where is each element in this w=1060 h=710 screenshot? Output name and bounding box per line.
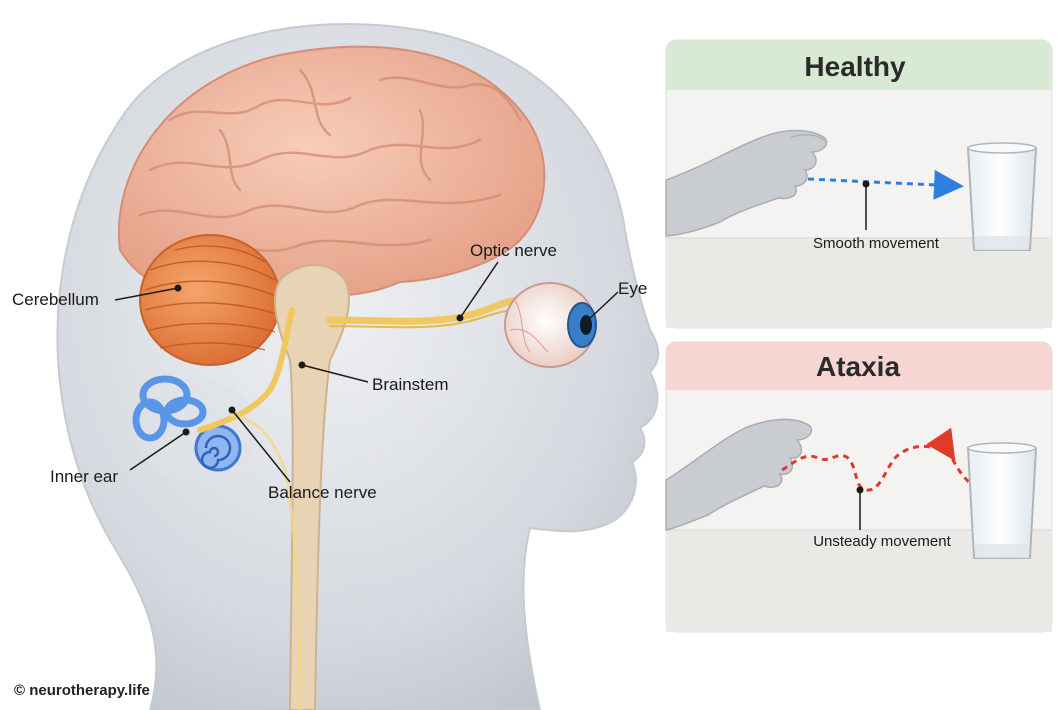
- label-balance-nerve: Balance nerve: [228, 406, 377, 502]
- ataxia-hand-icon: [665, 418, 813, 531]
- label-inner-ear: Inner ear: [50, 428, 190, 486]
- ataxia-caption: Unsteady movement: [813, 533, 951, 550]
- smooth-path: [807, 169, 964, 200]
- inner-ear-label: Inner ear: [50, 467, 118, 486]
- healthy-caption: Smooth movement: [813, 235, 940, 252]
- brainstem: [273, 264, 351, 710]
- label-brainstem: Brainstem: [298, 361, 449, 394]
- healthy-title: Healthy: [804, 51, 906, 82]
- inner-ear: [132, 375, 257, 482]
- ataxia-title: Ataxia: [816, 351, 900, 382]
- label-eye: Eye: [582, 279, 647, 326]
- label-optic-nerve: Optic nerve: [456, 241, 557, 322]
- healthy-hand-icon: [665, 129, 828, 237]
- cerebellum: [139, 234, 281, 366]
- healthy-glass-icon: [966, 142, 1038, 251]
- healthy-panel: Healthy Smooth movement: [665, 39, 1053, 329]
- eye: [504, 282, 597, 368]
- brainstem-label: Brainstem: [372, 375, 449, 394]
- ataxia-glass-icon: [966, 442, 1038, 559]
- cerebellum-label: Cerebellum: [12, 290, 99, 309]
- watermark: © neurotherapy.life: [14, 682, 150, 699]
- balance-nerve-label: Balance nerve: [268, 483, 377, 502]
- optic-nerve-label: Optic nerve: [470, 241, 557, 260]
- eye-label: Eye: [618, 279, 647, 298]
- balance-nerve: [197, 307, 302, 710]
- ataxia-panel: Ataxia Unsteady movement: [665, 341, 1053, 633]
- label-cerebellum: Cerebellum: [12, 284, 182, 309]
